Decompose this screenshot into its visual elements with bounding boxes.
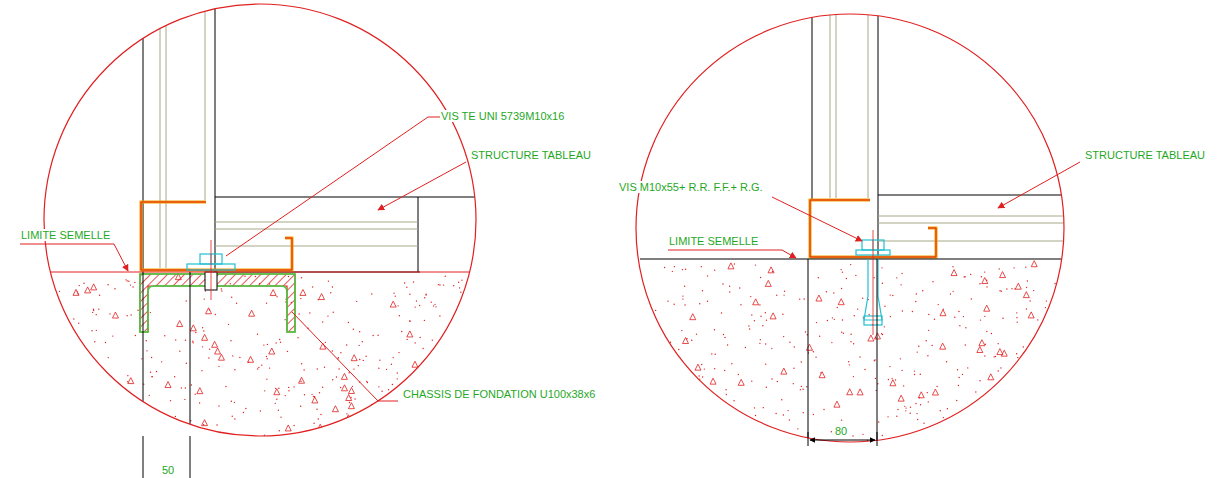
part-callout: STRUCTURE TABLEAU xyxy=(470,149,592,161)
screw-callout: VIS M10x55+ R.R. F.F.+ R.G. xyxy=(618,181,764,193)
dimension-value: 50 xyxy=(161,464,175,476)
part-callout: CHASSIS DE FONDATION U100x38x6 xyxy=(402,388,596,400)
boundary-callout: LIMITE SEMELLE xyxy=(20,229,111,241)
part-callout: STRUCTURE TABLEAU xyxy=(1084,149,1206,161)
screw-callout: VIS TE UNI 5739M10x16 xyxy=(440,110,565,122)
dimension-value: 80 xyxy=(834,425,848,437)
boundary-callout: LIMITE SEMELLE xyxy=(668,235,759,247)
